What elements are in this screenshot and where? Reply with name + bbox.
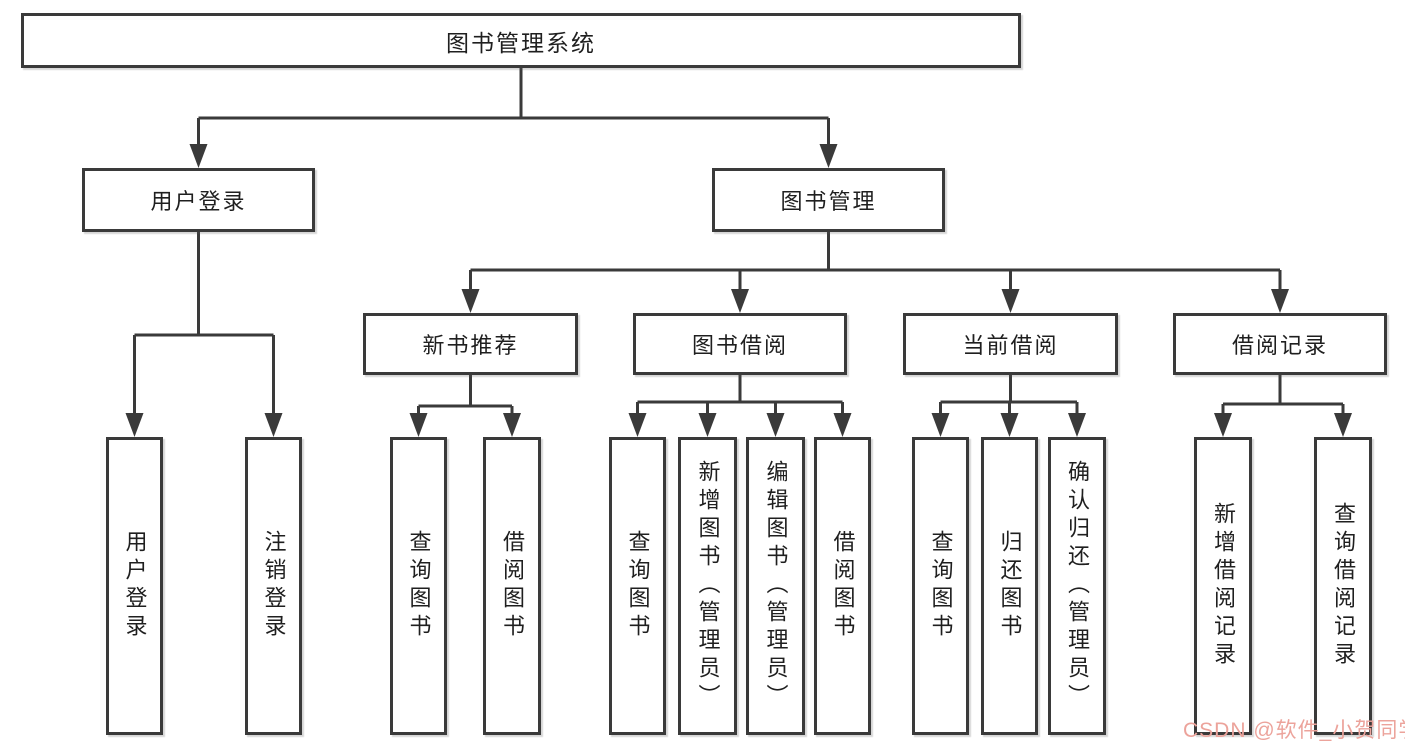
node-label: 图书管理	[780, 189, 877, 214]
node-label: 注销登录	[261, 530, 287, 642]
node-label: 查询借阅记录	[1331, 502, 1356, 670]
node-label: 新增借阅记录	[1211, 502, 1236, 670]
node-bb-add-books-admin: 新增图书（管理员）	[678, 437, 737, 735]
node-nb-query-books: 查询图书	[390, 437, 447, 735]
node-label: 用户登录	[122, 530, 148, 642]
node-user-login: 用户登录	[82, 168, 315, 232]
node-label: 借阅图书	[830, 530, 856, 642]
node-book-borrowing: 图书借阅	[633, 313, 847, 375]
node-borrowing-records: 借阅记录	[1173, 313, 1387, 375]
node-bb-query-books: 查询图书	[609, 437, 666, 735]
node-label: 查询图书	[928, 530, 954, 642]
node-label: 归还图书	[997, 530, 1023, 642]
node-logout-leaf: 注销登录	[245, 437, 302, 735]
node-label: 图书管理系统	[446, 29, 596, 56]
node-label: 新增图书（管理员）	[695, 460, 721, 712]
node-current-borrowing: 当前借阅	[903, 313, 1118, 375]
node-label: 图书借阅	[691, 333, 788, 358]
node-login-leaf: 用户登录	[106, 437, 163, 735]
arrowheads	[125, 144, 1352, 437]
node-cb-return-books: 归还图书	[981, 437, 1038, 735]
node-label: 借阅记录	[1231, 333, 1328, 358]
node-label: 借阅图书	[500, 530, 525, 642]
node-bb-edit-books-admin: 编辑图书（管理员）	[746, 437, 805, 735]
node-nb-borrow-books: 借阅图书	[483, 437, 541, 735]
node-br-query-record: 查询借阅记录	[1314, 437, 1372, 735]
node-book-management: 图书管理	[712, 168, 945, 232]
node-label: 查询图书	[406, 530, 432, 642]
node-library-management-system: 图书管理系统	[21, 13, 1021, 68]
node-new-book-recommend: 新书推荐	[363, 313, 578, 375]
node-label: 当前借阅	[962, 333, 1059, 358]
node-label: 确认归还（管理员）	[1065, 460, 1090, 712]
node-label: 用户登录	[150, 189, 247, 214]
node-bb-borrow-books: 借阅图书	[814, 437, 871, 735]
node-cb-query-books: 查询图书	[912, 437, 969, 735]
node-label: 编辑图书（管理员）	[763, 460, 789, 712]
node-label: 新书推荐	[422, 333, 519, 358]
node-label: 查询图书	[625, 530, 651, 642]
watermark: CSDN @软件_小贺同学	[1183, 719, 1405, 742]
node-cb-confirm-return-admin: 确认归还（管理员）	[1048, 437, 1106, 735]
node-br-add-record: 新增借阅记录	[1194, 437, 1252, 735]
